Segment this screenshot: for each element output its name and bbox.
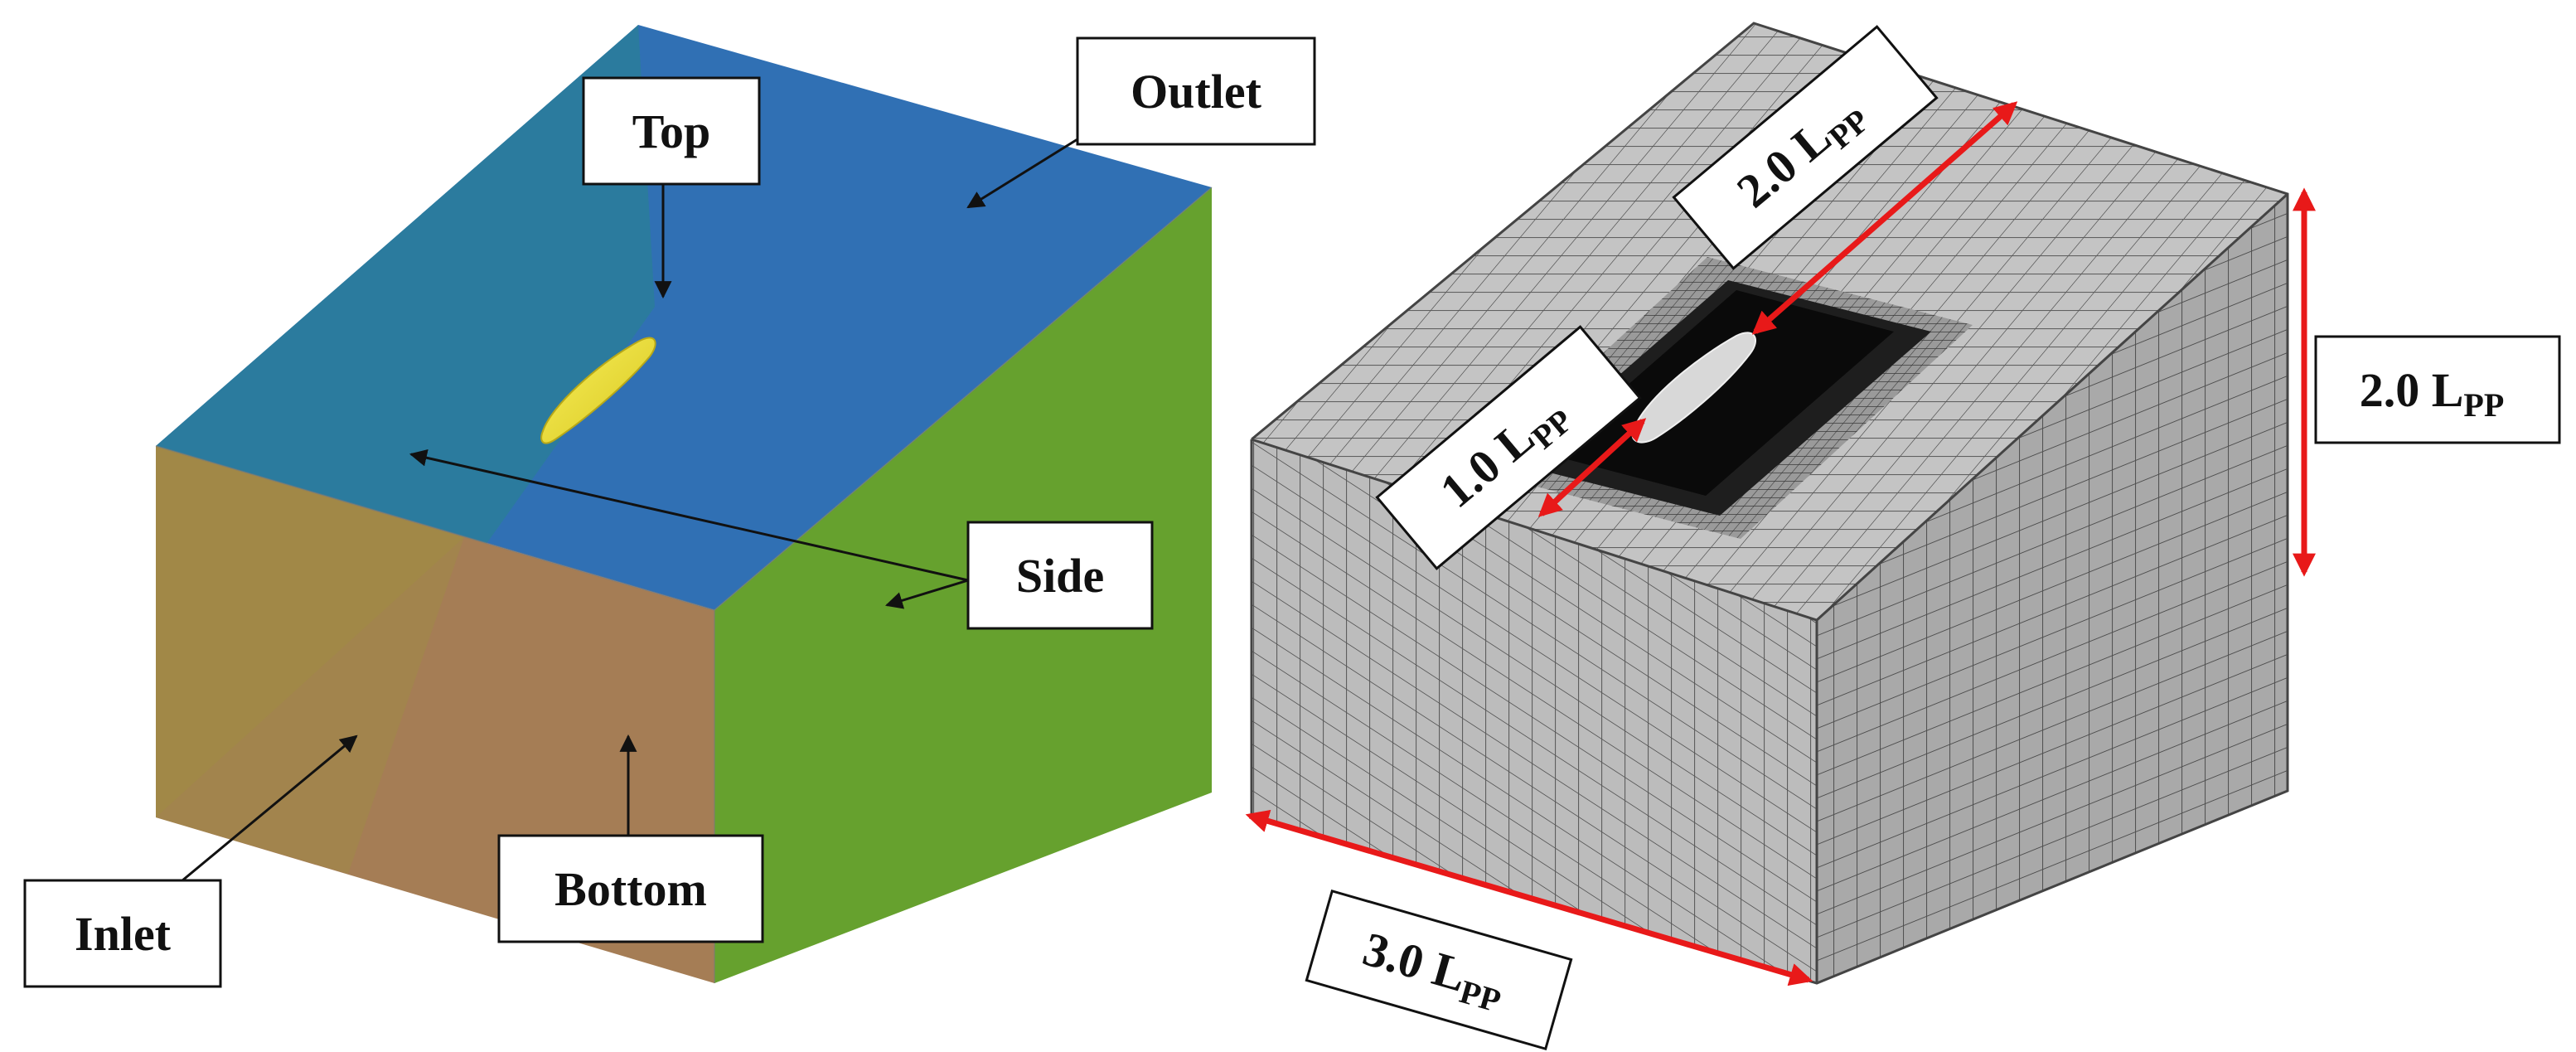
top-face-left-shade bbox=[156, 25, 655, 610]
label-bottom: Bottom bbox=[497, 834, 764, 943]
side-face bbox=[714, 187, 1212, 983]
label-bottom-text: Bottom bbox=[554, 862, 707, 916]
label-inlet-text: Inlet bbox=[75, 907, 172, 961]
label-inlet: Inlet bbox=[23, 879, 222, 988]
inlet-face-left-lower bbox=[156, 446, 464, 874]
ship-model-right bbox=[1631, 332, 1756, 444]
label-side: Side bbox=[966, 521, 1154, 630]
arrow-inlet bbox=[162, 734, 358, 899]
dim-label-height-value: 2.0 L bbox=[2360, 363, 2464, 417]
dim-label-height-sub: PP bbox=[2463, 386, 2504, 424]
arrow-side-top bbox=[409, 448, 969, 582]
label-outlet-text: Outlet bbox=[1131, 65, 1262, 119]
ship-model-left bbox=[540, 337, 656, 444]
label-side-text: Side bbox=[1016, 549, 1104, 603]
dim-arrow-width bbox=[1537, 418, 1647, 517]
dim-label-height: 2.0 LPP bbox=[2314, 335, 2561, 444]
dimension-arrows bbox=[1245, 101, 2316, 987]
mesh-side-face bbox=[1817, 194, 2288, 983]
dim-arrow-depth bbox=[1245, 809, 1813, 987]
label-outlet: Outlet bbox=[1076, 36, 1316, 146]
svg-text:2.0 LPP: 2.0 LPP bbox=[2360, 363, 2505, 424]
label-top: Top bbox=[582, 76, 761, 186]
dim-arrow-length bbox=[1751, 101, 2018, 335]
arrow-side-face bbox=[884, 579, 969, 609]
dim-label-depth: 3.0 LPP bbox=[1305, 889, 1573, 1051]
arrow-outlet bbox=[966, 138, 1078, 209]
left-arrows bbox=[162, 138, 1078, 899]
label-top-text: Top bbox=[632, 104, 711, 158]
